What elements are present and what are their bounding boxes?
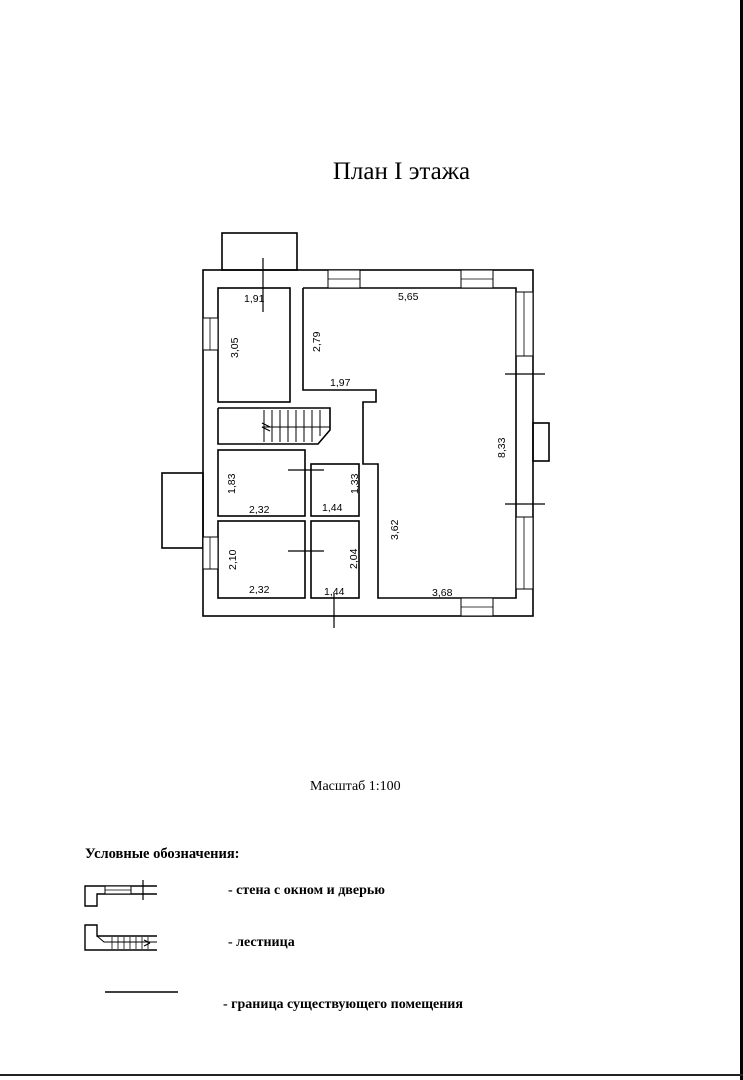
- main-hall-wall: [302, 287, 517, 599]
- legend-stairs-text: - лестница: [228, 935, 295, 950]
- stair-enclosure: [217, 407, 331, 445]
- stair-treads: [262, 410, 330, 442]
- legend-wall-text: - стена с окном и дверью: [228, 883, 385, 898]
- dim-1-91: 1,91: [244, 293, 265, 305]
- plan-title: План I этажа: [332, 158, 471, 185]
- dim-1-44-b: 1,44: [324, 586, 345, 598]
- dim-1-44-a: 1,44: [322, 502, 343, 514]
- dim-8-33: 8,33: [496, 437, 508, 458]
- dim-2-10: 2,10: [227, 549, 239, 570]
- dim-3-68: 3,68: [432, 587, 453, 599]
- door-markers: [262, 258, 545, 628]
- legend-title: Условные обозначения:: [85, 846, 240, 862]
- dim-1-33: 1,33: [349, 473, 361, 494]
- outer-wall: [202, 269, 534, 617]
- scale-label: Масштаб 1:100: [310, 779, 401, 794]
- dim-2-32-a: 2,32: [249, 504, 270, 516]
- window-glazing: [209, 278, 525, 608]
- page-edge-bottom: [0, 1074, 743, 1076]
- legend-stairs-symbol: [84, 924, 157, 951]
- legend-wall-symbol: [84, 880, 157, 907]
- room-small-upper: [310, 463, 360, 517]
- dim-5-65: 5,65: [398, 291, 419, 303]
- legend-boundary-text: - граница существующего помещения: [223, 997, 463, 1012]
- dim-3-05: 3,05: [229, 337, 241, 358]
- room-small-lower: [310, 520, 360, 599]
- dim-2-32-b: 2,32: [249, 584, 270, 596]
- stair-arrow-icon: [261, 422, 271, 432]
- page-edge-right: [740, 0, 743, 1080]
- dim-2-04: 2,04: [348, 548, 360, 569]
- dim-1-97: 1,97: [330, 377, 351, 389]
- dim-1-83: 1,83: [226, 473, 238, 494]
- floor-plan: 1,91 3,05 2,79 5,65 1,97 8,33 1,83 1,33 …: [161, 232, 550, 628]
- dim-2-79: 2,79: [311, 331, 323, 352]
- room-mid-left: [217, 449, 306, 517]
- dim-3-62: 3,62: [389, 519, 401, 540]
